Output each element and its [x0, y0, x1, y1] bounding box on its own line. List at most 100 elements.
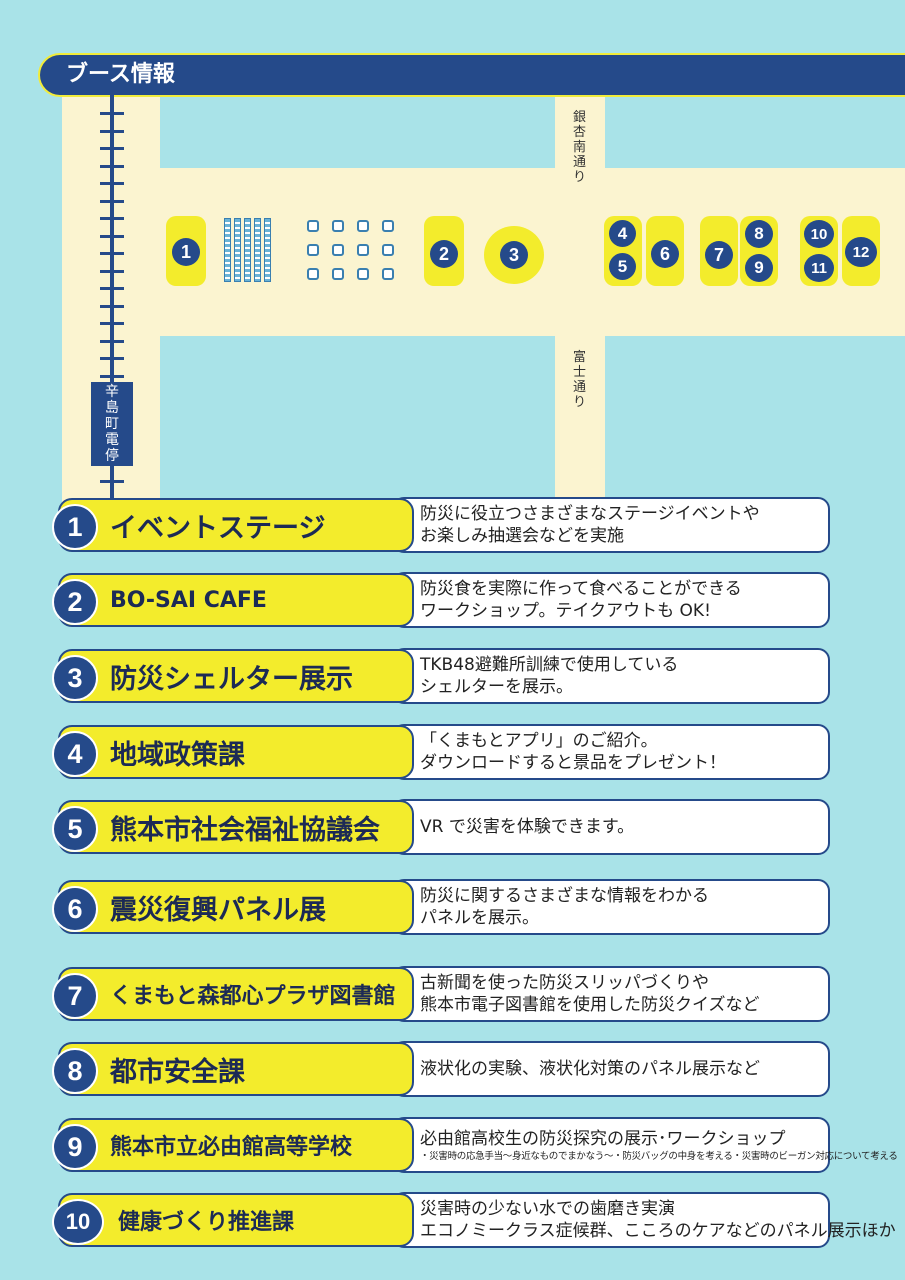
tram-tick	[100, 112, 124, 115]
booth-description: 液状化の実験、液状化対策のパネル展示など	[392, 1041, 830, 1097]
tram-tick	[100, 269, 124, 273]
booth-name: くまもと森都心プラザ図書館	[58, 967, 414, 1021]
booth-number-badge: 3	[52, 655, 98, 701]
description-line: エコノミークラス症候群、こころのケアなどのパネル展示ほか	[420, 1221, 896, 1241]
road-ginnan	[555, 97, 605, 177]
tram-tick	[100, 199, 124, 203]
description-subline: ・災害時の応急手当〜身近なものでまかなう〜・防災バッグの中身を考える・災害時のビ…	[420, 1150, 898, 1162]
tram-tick	[100, 304, 124, 308]
booth-description: 必由館高校生の防災探究の展示･ワークショップ・災害時の応急手当〜身近なものでまか…	[392, 1117, 898, 1173]
booth-number-badge: 8	[52, 1048, 98, 1094]
tram-stop-sign: 辛島町電停	[91, 382, 133, 466]
booth-description: 災害時の少ない水での歯磨き実演エコノミークラス症候群、こころのケアなどのパネル展…	[392, 1192, 896, 1248]
booth-description: TKB48避難所訓練で使用しているシェルターを展示。	[392, 648, 830, 704]
booth-name: 都市安全課	[58, 1042, 414, 1096]
description-line: 防災食を実際に作って食べることができる	[420, 579, 742, 599]
map-booth-number: 8	[745, 220, 773, 248]
table	[382, 268, 394, 280]
road-label-fuji: 富士通り	[572, 350, 586, 410]
table	[357, 220, 369, 232]
booth-number-badge: 2	[52, 579, 98, 625]
booth-description: 防災に役立つさまざまなステージイベントやお楽しみ抽選会などを実施	[392, 497, 830, 553]
booth-name: 健康づくり推進課	[58, 1193, 414, 1247]
booth-description: 「くまもとアプリ」のご紹介。ダウンロードすると景品をプレゼント！	[392, 724, 830, 780]
description-line: ダウンロードすると景品をプレゼント！	[420, 753, 726, 773]
description-line: TKB48避難所訓練で使用している	[420, 655, 679, 675]
map-booth-number: 12	[845, 237, 877, 267]
table	[307, 220, 319, 232]
tram-stop-label: 辛島町電停	[105, 384, 119, 464]
booth-name: 防災シェルター展示	[58, 649, 414, 703]
map-booth-number: 2	[430, 240, 458, 268]
tram-line	[110, 95, 114, 500]
booth-number-badge: 9	[52, 1124, 98, 1170]
booth-description: 防災に関するさまざまな情報をわかるパネルを展示。	[392, 879, 830, 935]
table	[332, 244, 344, 256]
tram-tick	[100, 164, 124, 168]
booth-name: 熊本市社会福祉協議会	[58, 800, 414, 854]
map-booth-number: 10	[804, 220, 834, 248]
description-line: 熊本市電子図書館を使用した防災クイズなど	[420, 995, 760, 1015]
tram-tick	[100, 129, 124, 133]
table	[357, 244, 369, 256]
tram-tick	[100, 374, 124, 378]
description-line: お楽しみ抽選会などを実施	[420, 526, 624, 546]
page-title: ブース情報	[66, 62, 175, 87]
bench	[254, 218, 261, 282]
booth-name: 震災復興パネル展	[58, 880, 414, 934]
description-line: VR で災害を体験できます。	[420, 817, 635, 837]
booth-row: 災害時の少ない水での歯磨き実演エコノミークラス症候群、こころのケアなどのパネル展…	[52, 1192, 896, 1250]
table	[357, 268, 369, 280]
bench	[244, 218, 251, 282]
header-bar	[38, 53, 905, 97]
description-line: 古新聞を使った防災スリッパづくりや	[420, 973, 709, 993]
road-fuji	[555, 330, 605, 500]
description-line: ワークショップ。テイクアウトも OK!	[420, 601, 711, 621]
road-label-ginnan: 銀杏南通り	[572, 110, 586, 185]
booth-name: イベントステージ	[58, 498, 414, 552]
tram-tick	[100, 182, 124, 185]
booth-name: 地域政策課	[58, 725, 414, 779]
map-booth-number: 3	[500, 241, 528, 269]
tram-tick	[100, 252, 124, 255]
description-line: 「くまもとアプリ」のご紹介。	[420, 731, 658, 751]
tram-tick	[100, 322, 124, 325]
booth-number-badge: 6	[52, 886, 98, 932]
description-line: 液状化の実験、液状化対策のパネル展示など	[420, 1059, 760, 1079]
booth-number-badge: 1	[52, 504, 98, 550]
booth-row: 必由館高校生の防災探究の展示･ワークショップ・災害時の応急手当〜身近なものでまか…	[52, 1117, 898, 1175]
table	[382, 244, 394, 256]
booth-row: 防災食を実際に作って食べることができるワークショップ。テイクアウトも OK!BO…	[52, 572, 832, 630]
map-booth-number: 7	[705, 241, 733, 269]
booth-description: 防災食を実際に作って食べることができるワークショップ。テイクアウトも OK!	[392, 572, 830, 628]
map-booth-number: 4	[609, 220, 636, 247]
tram-tick	[100, 217, 124, 220]
bench	[264, 218, 271, 282]
table	[382, 220, 394, 232]
bench	[224, 218, 231, 282]
booth-name: 熊本市立必由館高等学校	[58, 1118, 414, 1172]
booth-description: 古新聞を使った防災スリッパづくりや熊本市電子図書館を使用した防災クイズなど	[392, 966, 830, 1022]
table	[332, 268, 344, 280]
booth-name: BO-SAI CAFE	[58, 573, 414, 627]
tram-tick	[100, 339, 124, 343]
booth-row: 防災に役立つさまざまなステージイベントやお楽しみ抽選会などを実施イベントステージ…	[52, 497, 832, 555]
description-line: 災害時の少ない水での歯磨き実演	[420, 1199, 675, 1219]
table	[307, 244, 319, 256]
map-booth-number: 5	[609, 253, 636, 280]
map-booth-number: 9	[745, 254, 773, 282]
booth-number-badge: 7	[52, 973, 98, 1019]
bench	[234, 218, 241, 282]
map-booth-number: 6	[651, 240, 679, 268]
booth-number-badge: 5	[52, 806, 98, 852]
map-booth-number: 11	[804, 254, 834, 282]
tram-tick	[100, 479, 124, 483]
description-line: 防災に役立つさまざまなステージイベントや	[420, 504, 760, 524]
tram-tick	[100, 287, 124, 290]
